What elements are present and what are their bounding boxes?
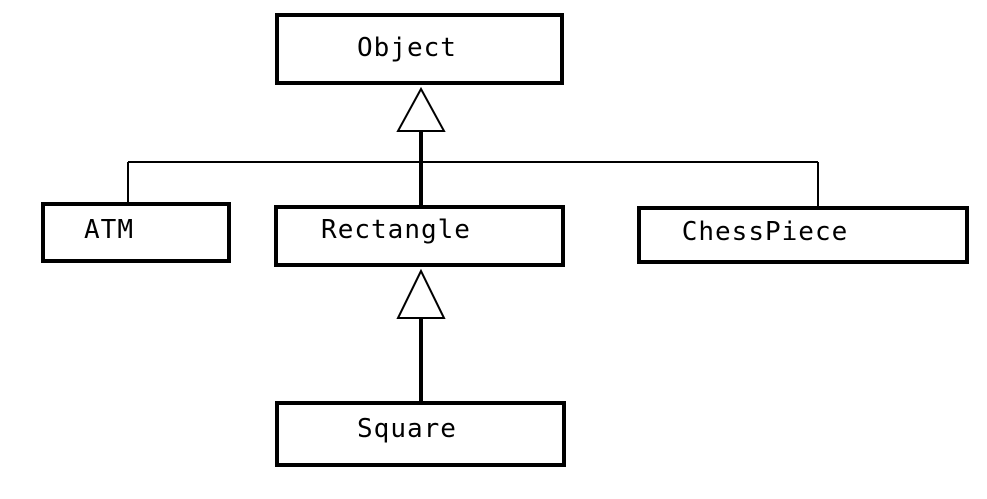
class-rectangle: Rectangle — [274, 205, 565, 267]
class-object: Object — [275, 13, 564, 85]
class-square-label: Square — [357, 414, 457, 444]
class-rectangle-label: Rectangle — [321, 215, 471, 245]
class-object-label: Object — [357, 33, 457, 63]
inheritance-arrowhead-rectangle — [396, 268, 446, 319]
class-atm-box — [41, 202, 231, 263]
inheritance-arrowhead-object — [396, 86, 446, 132]
inheritance-square-rectangle — [396, 268, 446, 403]
class-object-box — [275, 13, 564, 85]
class-chesspiece-box — [637, 206, 969, 264]
association-bar — [127, 161, 819, 208]
inheritance-rectangle-object — [396, 86, 446, 207]
class-square: Square — [275, 401, 566, 467]
class-rectangle-box — [274, 205, 565, 267]
class-chesspiece-label: ChessPiece — [682, 217, 849, 247]
class-atm: ATM — [41, 202, 231, 263]
class-chesspiece: ChessPiece — [637, 206, 969, 264]
class-atm-label: ATM — [84, 215, 134, 245]
class-square-box — [275, 401, 566, 467]
